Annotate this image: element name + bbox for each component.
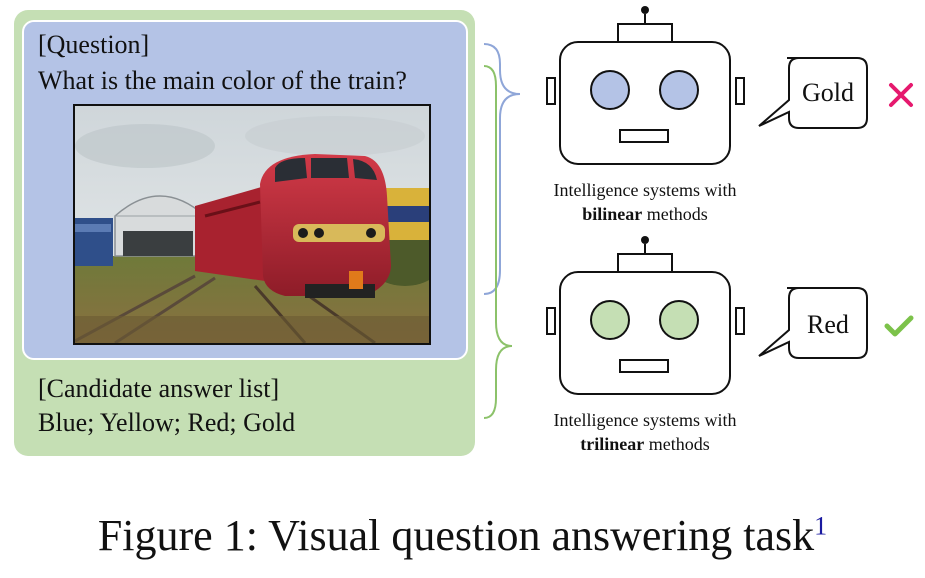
caption-bilinear: Intelligence systems with bilinear metho… xyxy=(515,178,775,226)
mouth xyxy=(619,359,669,373)
train-photo xyxy=(73,104,431,345)
braces xyxy=(483,43,521,419)
question-brace xyxy=(483,43,521,295)
left-eye xyxy=(590,300,630,340)
left-ear xyxy=(546,307,556,335)
caption-trilinear-rest: methods xyxy=(644,434,710,454)
caption-bilinear-bold: bilinear xyxy=(582,204,643,224)
right-ear xyxy=(735,307,745,335)
answer-trilinear: Red xyxy=(807,310,849,339)
caption-bilinear-rest: methods xyxy=(642,204,708,224)
left-eye xyxy=(590,70,630,110)
antenna-tip xyxy=(641,6,649,14)
candidate-list: Blue; Yellow; Red; Gold xyxy=(38,408,296,437)
caption-trilinear-line1: Intelligence systems with xyxy=(553,410,737,430)
footnote-link[interactable]: 1 xyxy=(814,511,828,541)
caption-bilinear-line1: Intelligence systems with xyxy=(553,180,737,200)
speech-bubble-bilinear xyxy=(758,57,868,129)
robot-head xyxy=(559,41,731,165)
right-ear xyxy=(735,77,745,105)
right-eye xyxy=(659,70,699,110)
mouth xyxy=(619,129,669,143)
left-ear xyxy=(546,77,556,105)
caption-trilinear: Intelligence systems with trilinear meth… xyxy=(515,408,775,456)
candidate-brace xyxy=(483,65,513,419)
figure-caption-text: Figure 1: Visual question answering task xyxy=(97,511,815,560)
candidate-header: [Candidate answer list] xyxy=(38,374,280,403)
train-illustration xyxy=(75,106,429,343)
right-eye xyxy=(659,300,699,340)
speech-bubble-trilinear xyxy=(758,287,868,359)
caption-trilinear-bold: trilinear xyxy=(580,434,645,454)
check-icon xyxy=(884,315,914,337)
question-header: [Question] xyxy=(38,30,150,59)
robot-head xyxy=(559,271,731,395)
cross-icon xyxy=(889,83,913,107)
answer-bilinear: Gold xyxy=(802,78,854,107)
robot-bilinear xyxy=(546,6,745,165)
robot-trilinear xyxy=(546,236,745,395)
antenna-tip xyxy=(641,236,649,244)
figure-caption: Figure 1: Visual question answering task… xyxy=(0,510,925,561)
question-text: What is the main color of the train? xyxy=(38,66,407,95)
